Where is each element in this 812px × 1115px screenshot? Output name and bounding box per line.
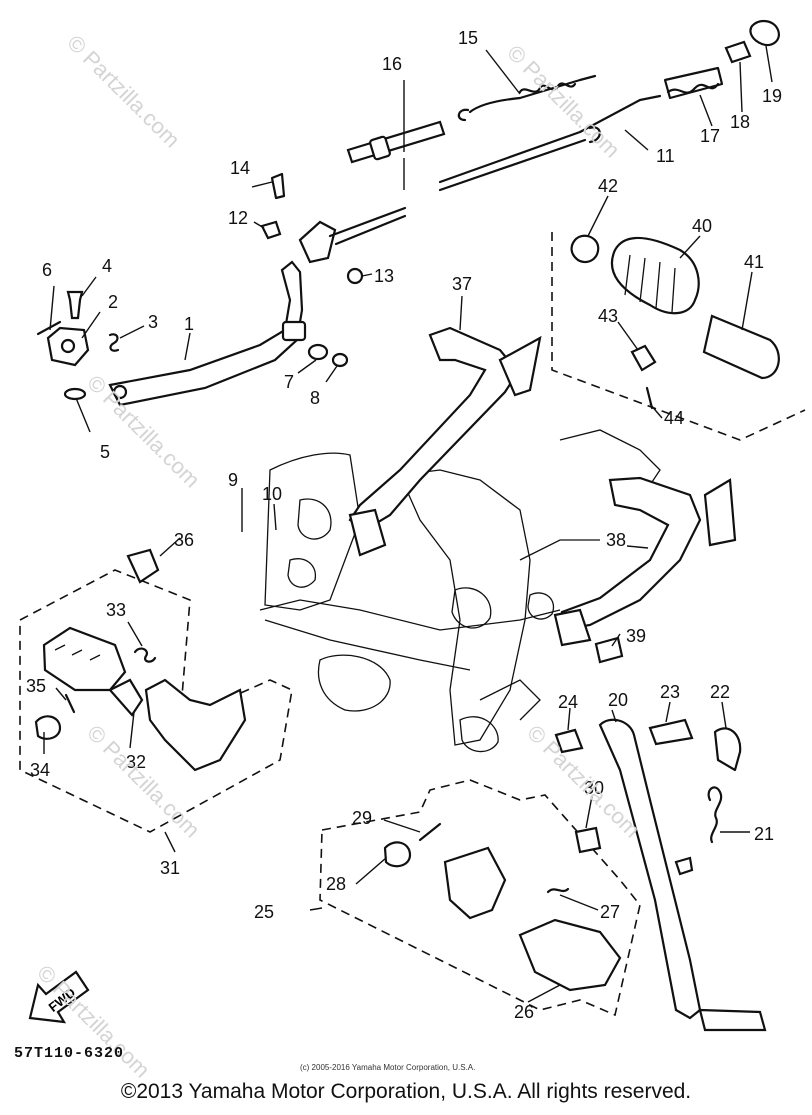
footrest-brackets bbox=[348, 326, 737, 664]
callout-17: 17 bbox=[700, 126, 720, 146]
callout-2: 2 bbox=[108, 292, 118, 312]
callout-5: 5 bbox=[100, 442, 110, 462]
callout-6: 6 bbox=[42, 260, 52, 280]
callout-41: 41 bbox=[744, 252, 764, 272]
callout-7: 7 bbox=[284, 372, 294, 392]
callout-16: 16 bbox=[382, 54, 402, 74]
callout-9: 9 bbox=[228, 470, 238, 490]
callout-24: 24 bbox=[558, 692, 578, 712]
callout-33: 33 bbox=[106, 600, 126, 620]
callout-31: 31 bbox=[160, 858, 180, 878]
callout-28: 28 bbox=[326, 874, 346, 894]
footrest-assembly-31 bbox=[19, 548, 293, 833]
callout-11: 11 bbox=[656, 146, 675, 166]
small-copyright: (c) 2005-2016 Yamaha Motor Corporation, … bbox=[300, 1063, 476, 1072]
callout-27: 27 bbox=[600, 902, 620, 922]
footrest-kit-40-44 bbox=[551, 232, 806, 441]
callout-36: 36 bbox=[174, 530, 194, 550]
callout-19: 19 bbox=[762, 86, 782, 106]
callout-3: 3 bbox=[148, 312, 158, 332]
callout-20: 20 bbox=[608, 690, 628, 710]
sidestand-assembly bbox=[554, 718, 767, 1032]
callout-13: 13 bbox=[374, 266, 394, 286]
callout-22: 22 bbox=[710, 682, 730, 702]
callout-23: 23 bbox=[660, 682, 680, 702]
callout-21: 21 bbox=[754, 824, 774, 844]
callout-25: 25 bbox=[254, 902, 274, 922]
callout-15: 15 bbox=[458, 28, 478, 48]
diagram-code: 57T110-6320 bbox=[14, 1045, 125, 1062]
leader-lines bbox=[43, 45, 773, 1003]
brake-pedal-assembly bbox=[36, 260, 364, 407]
callout-30: 30 bbox=[584, 778, 604, 798]
callout-35: 35 bbox=[26, 676, 46, 696]
callout-10: 10 bbox=[262, 484, 282, 504]
callout-8: 8 bbox=[310, 388, 320, 408]
callout-37: 37 bbox=[452, 274, 472, 294]
footrest-assembly-25 bbox=[319, 779, 641, 1017]
footer-copyright: ©2013 Yamaha Motor Corporation, U.S.A. A… bbox=[120, 1080, 692, 1103]
callout-42: 42 bbox=[598, 176, 618, 196]
brake-rod-assembly bbox=[260, 20, 780, 264]
callout-14: 14 bbox=[230, 158, 250, 178]
callout-4: 4 bbox=[102, 256, 112, 276]
callout-32: 32 bbox=[126, 752, 146, 772]
callout-43: 43 bbox=[598, 306, 618, 326]
callout-26: 26 bbox=[514, 1002, 534, 1022]
callout-numbers: 1 2 3 4 5 6 7 8 9 10 11 12 13 14 15 16 1… bbox=[26, 28, 782, 1022]
callout-34: 34 bbox=[30, 760, 50, 780]
callout-18: 18 bbox=[730, 112, 750, 132]
frame bbox=[259, 429, 661, 753]
callout-44: 44 bbox=[664, 408, 684, 428]
callout-39: 39 bbox=[626, 626, 646, 646]
callout-1: 1 bbox=[184, 314, 194, 334]
callout-29: 29 bbox=[352, 808, 372, 828]
callout-12: 12 bbox=[228, 208, 248, 228]
fwd-arrow-icon: FWD bbox=[28, 970, 90, 1024]
callout-40: 40 bbox=[692, 216, 712, 236]
callout-38: 38 bbox=[606, 530, 626, 550]
